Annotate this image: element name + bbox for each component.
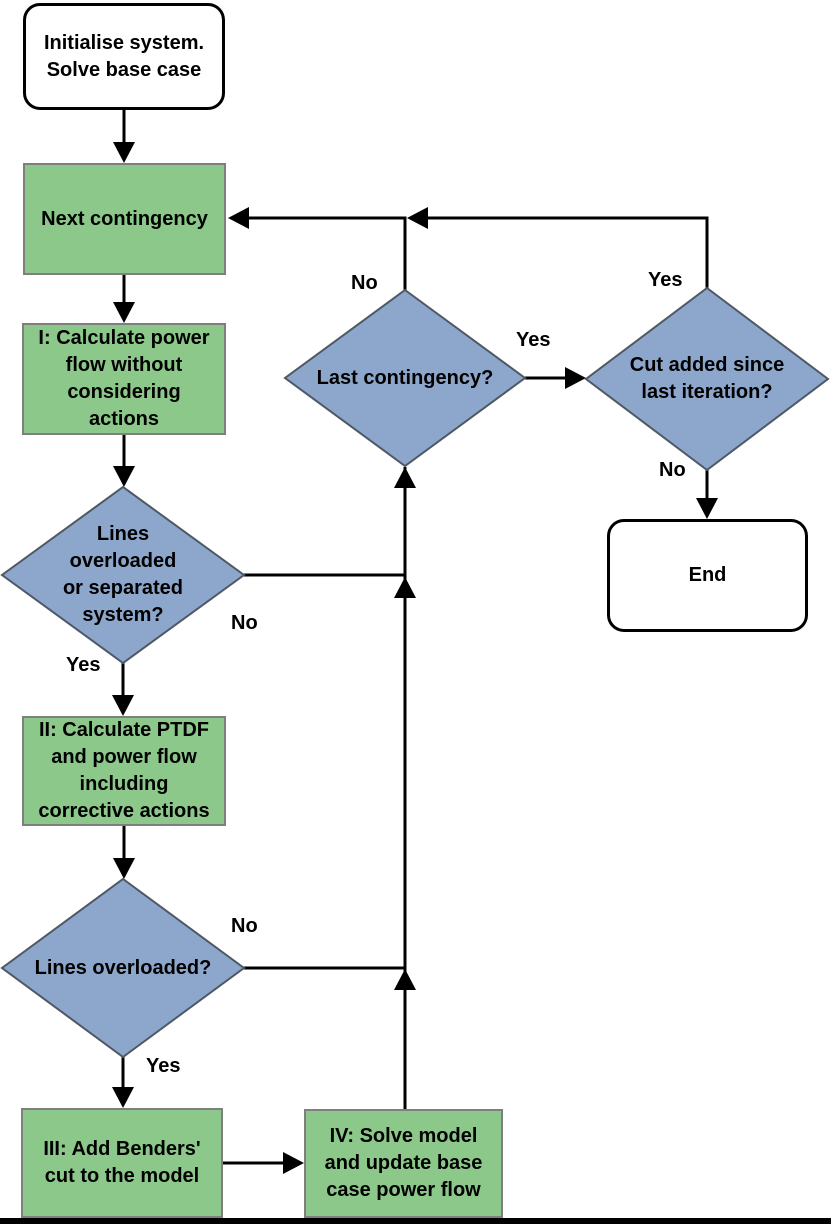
connector-decision-cut-yes-to-loop [425, 216, 709, 288]
decision-overload-shape [0, 877, 246, 1059]
decision-last-contingency-label: Last contingency? [295, 348, 515, 408]
edge-label-last-yes: Yes [516, 329, 551, 351]
decision-last-contingency-text: Last contingency? [316, 366, 494, 389]
connector-decision-last-no-to-next [246, 216, 407, 290]
decision-cut-added-text: Cut added since last iteration? [629, 354, 785, 403]
arrowhead-right-icon [283, 1152, 304, 1174]
edge-label-last-no: No [351, 272, 378, 294]
arrowhead-down-icon [112, 1087, 134, 1108]
node-step2-label: II: Calculate PTDF and power flow includ… [38, 719, 210, 822]
arrowhead-up-icon [394, 467, 416, 488]
arrowhead-up-icon [394, 577, 416, 598]
arrowhead-down-icon [113, 142, 135, 163]
edge-label-overload-no: No [231, 915, 258, 937]
decision-cut-added-label: Cut added since last iteration? [597, 339, 817, 419]
node-start: Initialise system. Solve base case [23, 3, 225, 110]
arrowhead-down-icon [112, 695, 134, 716]
decision-shapes [0, 286, 830, 1059]
arrowhead-down-icon [696, 498, 718, 519]
node-step2: II: Calculate PTDF and power flow includ… [22, 716, 226, 826]
arrowhead-right-icon [565, 367, 586, 389]
connectors [121, 110, 709, 1165]
decision-overload-sep-text: Lines overloaded or separated system? [62, 523, 184, 626]
edge-label-cut-yes: Yes [648, 269, 683, 291]
arrowheads [112, 142, 718, 1174]
node-step1-label: I: Calculate power flow without consider… [38, 327, 210, 430]
node-end-label: End [688, 564, 727, 586]
node-step1: I: Calculate power flow without consider… [22, 323, 226, 435]
node-step3-label: III: Add Benders' cut to the model [43, 1138, 201, 1187]
arrowhead-down-icon [113, 302, 135, 323]
decision-overload-sep-shape [0, 485, 246, 665]
node-step4: IV: Solve model and update base case pow… [304, 1109, 503, 1218]
decision-cut-added-shape [584, 286, 830, 472]
node-next-contingency-label: Next contingency [41, 207, 208, 230]
edge-label-overload-sep-no: No [231, 612, 258, 634]
decision-last-contingency-shape [283, 288, 527, 468]
decision-overload-label: Lines overloaded? [13, 938, 233, 998]
node-start-label: Initialise system. Solve base case [43, 31, 205, 81]
node-step3: III: Add Benders' cut to the model [21, 1108, 223, 1218]
edge-label-cut-no: No [659, 459, 686, 481]
edge-label-overload-sep-yes: Yes [66, 654, 101, 676]
arrowhead-left-icon [407, 207, 428, 229]
arrowhead-left-icon [228, 207, 249, 229]
decision-overload-text: Lines overloaded? [34, 956, 212, 979]
arrowhead-up-icon [394, 969, 416, 990]
node-next-contingency: Next contingency [23, 163, 226, 275]
decision-overload-sep-label: Lines overloaded or separated system? [23, 495, 223, 655]
node-step4-label: IV: Solve model and update base case pow… [324, 1125, 483, 1201]
arrowhead-down-icon [113, 466, 135, 487]
edge-label-overload-yes: Yes [146, 1055, 181, 1077]
arrowhead-down-icon [113, 858, 135, 879]
bottom-border [0, 1218, 831, 1224]
node-end: End [607, 519, 808, 632]
